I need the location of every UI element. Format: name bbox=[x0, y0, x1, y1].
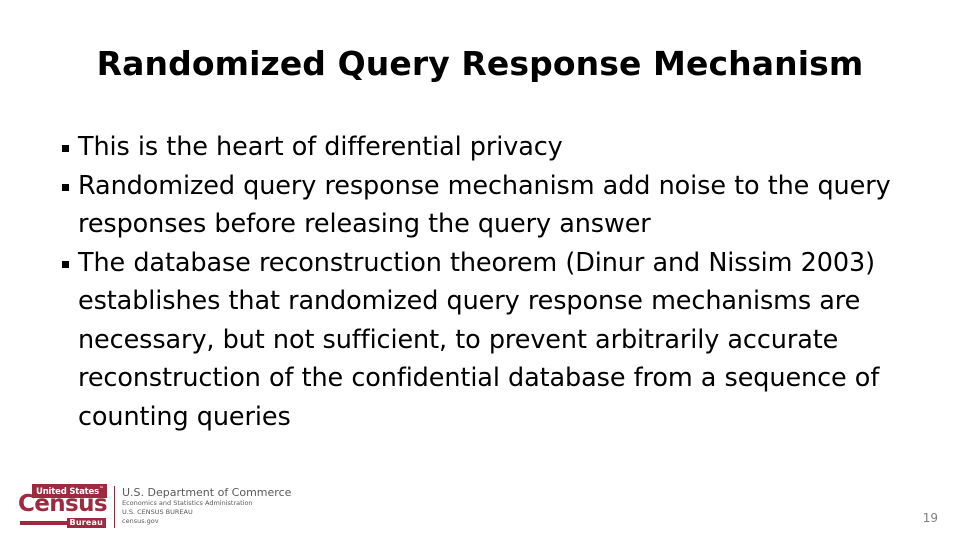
logo-united-states-text: United States bbox=[36, 486, 99, 497]
list-item: The database reconstruction theorem (Din… bbox=[40, 244, 920, 437]
list-item-text: The database reconstruction theorem (Din… bbox=[78, 247, 880, 432]
logo-trademark: ™ bbox=[98, 486, 104, 492]
bullet-list: This is the heart of differential privac… bbox=[40, 128, 920, 436]
list-item: Randomized query response mechanism add … bbox=[40, 167, 920, 244]
page-title: Randomized Query Response Mechanism bbox=[96, 44, 864, 83]
logo-bureau-caps-line: U.S. CENSUS BUREAU bbox=[122, 508, 193, 516]
logo-department-line: U.S. Department of Commerce bbox=[122, 486, 292, 499]
census-logo-mark: United States™ Census Bureau bbox=[18, 484, 108, 528]
logo-administration-line: Economics and Statistics Administration bbox=[122, 499, 253, 507]
page-number: 19 bbox=[922, 511, 938, 525]
list-item-text: This is the heart of differential privac… bbox=[78, 132, 563, 162]
logo-united-states-banner: United States™ bbox=[32, 484, 107, 498]
list-item: This is the heart of differential privac… bbox=[40, 128, 920, 167]
logo-divider bbox=[114, 486, 115, 528]
logo-census-wordmark: Census bbox=[18, 491, 108, 517]
logo-website-line: census.gov bbox=[122, 517, 159, 525]
census-bureau-logo: United States™ Census Bureau U.S. Depart… bbox=[18, 484, 291, 530]
list-item-text: Randomized query response mechanism add … bbox=[78, 170, 891, 240]
logo-red-bar bbox=[20, 521, 80, 525]
logo-bureau-label: Bureau bbox=[66, 518, 106, 528]
logo-agency-text: U.S. Department of Commerce Economics an… bbox=[122, 484, 291, 526]
